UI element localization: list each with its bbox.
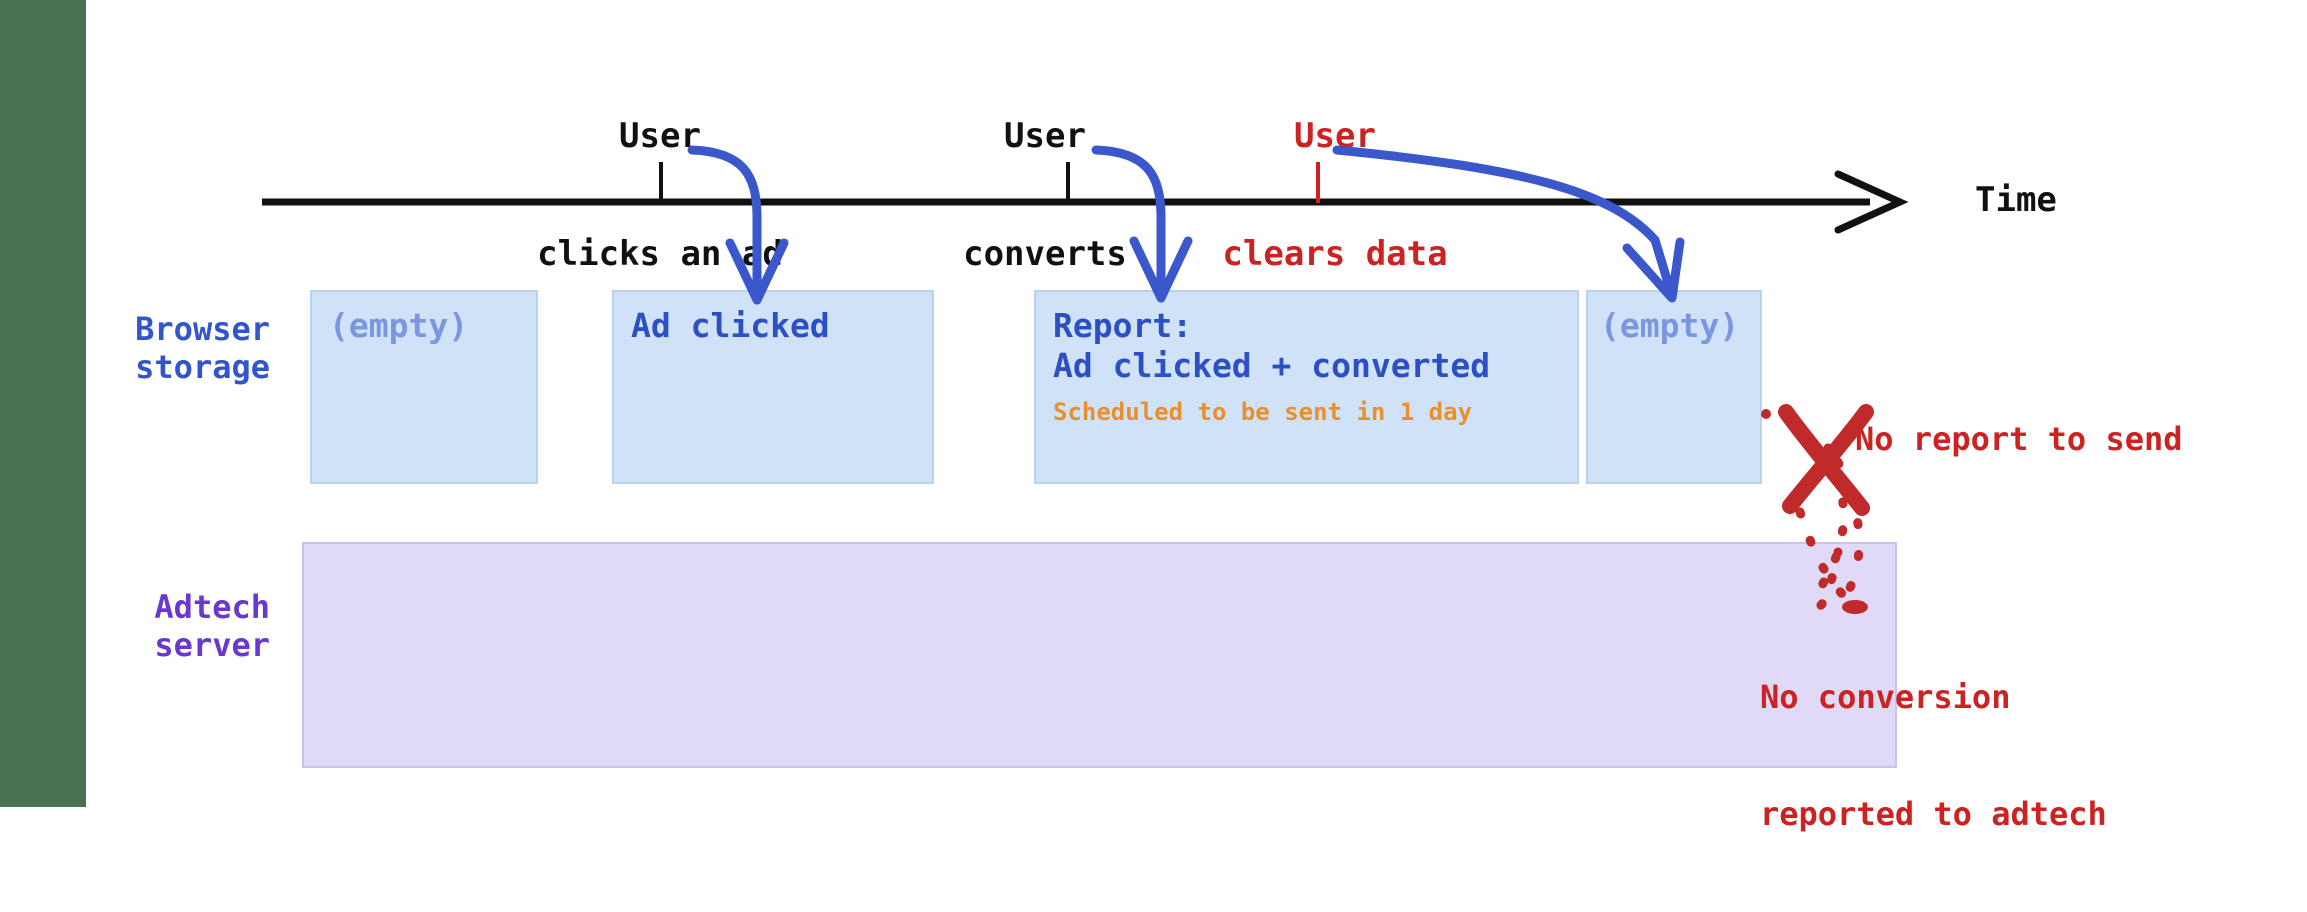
no-report-dotted-trail: [1795, 443, 1868, 614]
row-label-adtech-server-line2: server: [154, 626, 270, 665]
storage-text-empty-initial: (empty): [329, 306, 469, 345]
event-label-convert: User converts: [910, 38, 1180, 354]
event-label-click: User clicks an ad: [470, 38, 850, 354]
row-label-adtech-server-line1: Adtech: [154, 588, 270, 626]
annotation-no-conversion-reported-line1: No conversion: [1760, 678, 2011, 717]
storage-box-empty-initial-content: (empty): [329, 306, 536, 346]
storage-box-empty-cleared-content: (empty): [1600, 306, 1760, 346]
row-label-adtech-server: Adtech server: [20, 588, 270, 665]
storage-text-empty-cleared: (empty): [1600, 306, 1740, 345]
side-strip-green-top: [0, 0, 86, 20]
storage-box-empty-initial: (empty): [310, 290, 538, 484]
time-axis-label: Time: [1975, 180, 2057, 220]
event-label-click-line1: User: [619, 115, 701, 156]
event-label-convert-line1: User: [1004, 115, 1086, 156]
no-report-x-icon: [1761, 404, 1874, 516]
row-label-browser-storage-line2: storage: [135, 348, 270, 387]
storage-box-report: Report: Ad clicked + converted Scheduled…: [1034, 290, 1579, 484]
storage-box-ad-clicked: Ad clicked: [612, 290, 934, 484]
storage-box-empty-cleared: (empty): [1586, 290, 1762, 484]
side-strip-green: [0, 18, 86, 807]
storage-box-report-content: Report: Ad clicked + converted Scheduled…: [1053, 306, 1577, 428]
time-axis-arrowhead: [1834, 170, 1909, 234]
storage-text-report-schedule: Scheduled to be sent in 1 day: [1053, 397, 1473, 426]
diagram-vector-layer: [262, 145, 1909, 614]
event-label-clear-line2: clears data: [1222, 234, 1448, 275]
row-label-browser-storage-line1: Browser: [135, 310, 270, 348]
storage-box-ad-clicked-content: Ad clicked: [631, 306, 932, 346]
arrow-convert-to-storage: [1091, 145, 1193, 303]
arrow-clear-to-storage: [1332, 145, 1685, 303]
arrow-click-to-storage: [687, 145, 789, 305]
storage-text-report-body: Ad clicked + converted: [1053, 346, 1491, 386]
storage-text-ad-clicked: Ad clicked: [631, 306, 830, 345]
annotation-no-report-to-send: No report to send: [1855, 420, 2183, 458]
adtech-server-box: [302, 542, 1897, 768]
row-label-browser-storage: Browser storage: [20, 310, 270, 387]
storage-text-report-title: Report:: [1053, 306, 1193, 345]
event-label-convert-line2: converts: [963, 234, 1127, 275]
diagram-canvas: User clicks an ad User converts User cle…: [0, 0, 2183, 834]
